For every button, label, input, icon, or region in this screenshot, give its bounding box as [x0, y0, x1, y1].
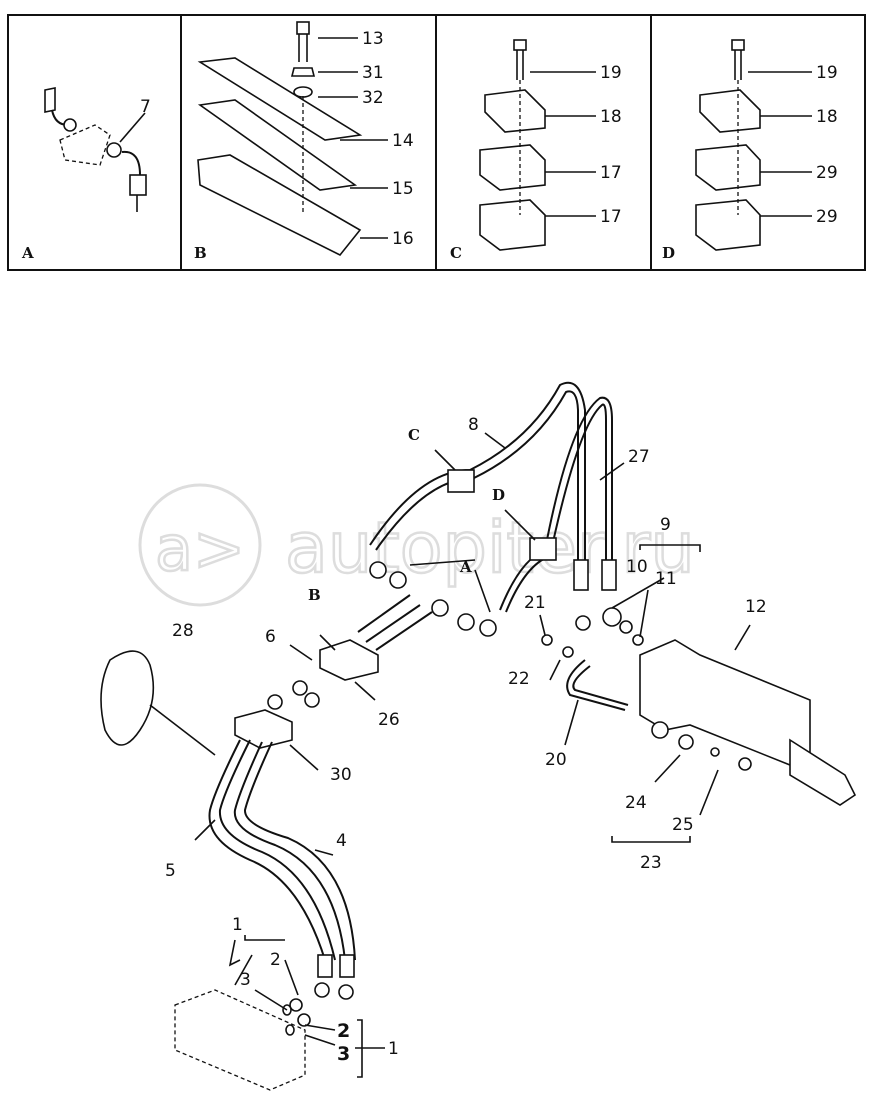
callout-b: B — [308, 586, 321, 604]
callout-13: 13 — [362, 29, 384, 49]
callout-7: 7 — [140, 97, 151, 117]
callout-6: 6 — [265, 627, 276, 647]
callout-18: 18 — [816, 107, 838, 127]
callout-32: 32 — [362, 88, 384, 108]
callout-4: 4 — [336, 831, 347, 851]
callout-21: 21 — [524, 593, 546, 613]
panel-label-a: A — [21, 244, 34, 262]
panel-a: 7 A — [21, 87, 151, 262]
callout-1: 1 — [388, 1039, 399, 1059]
callout-a: A — [459, 558, 472, 576]
callout-27: 27 — [628, 447, 650, 467]
callout-14: 14 — [392, 131, 414, 151]
callout-22: 22 — [508, 669, 530, 689]
callout-15: 15 — [392, 179, 414, 199]
hydraulic-assembly: 8 27 C D A B 9 10 11 12 21 22 28 6 26 30… — [100, 381, 857, 1091]
callout-11: 11 — [655, 569, 677, 589]
callout-29: 29 — [816, 163, 838, 183]
panel-label-d: D — [662, 244, 675, 262]
callout-18: 18 — [600, 107, 622, 127]
svg-text:a>: a> — [155, 512, 245, 585]
callout-29: 29 — [816, 207, 838, 227]
callout-d: D — [492, 486, 505, 504]
panel-label-c: C — [450, 244, 462, 262]
callout-23: 23 — [640, 853, 662, 873]
callout-24: 24 — [625, 793, 647, 813]
svg-text:autopiter.ru: autopiter.ru — [285, 507, 695, 589]
callout-9: 9 — [660, 515, 671, 535]
watermark: a> autopiter.ru — [138, 483, 696, 607]
callout-30: 30 — [330, 765, 352, 785]
callout-10: 10 — [626, 557, 648, 577]
callout-16: 16 — [392, 229, 414, 249]
callout-3: 3 — [240, 970, 251, 990]
detail-panels — [7, 14, 866, 271]
callout-2: 2 — [270, 950, 281, 970]
callout-19: 19 — [816, 63, 838, 83]
callout-3: 3 — [337, 1043, 350, 1065]
callout-12: 12 — [745, 597, 767, 617]
callout-c: C — [408, 426, 420, 444]
callout-28: 28 — [172, 621, 194, 641]
callout-5: 5 — [165, 861, 176, 881]
callout-31: 31 — [362, 63, 384, 83]
callout-26: 26 — [378, 710, 400, 730]
callout-25: 25 — [672, 815, 694, 835]
callout-17: 17 — [600, 163, 622, 183]
callout-1: 1 — [232, 915, 243, 935]
callout-17: 17 — [600, 207, 622, 227]
callout-2: 2 — [337, 1020, 350, 1042]
panel-c: 19 18 17 17 C — [450, 39, 622, 262]
callout-20: 20 — [545, 750, 567, 770]
callout-8: 8 — [468, 415, 479, 435]
panel-label-b: B — [194, 244, 207, 262]
panel-d: 19 18 29 29 D — [662, 39, 838, 262]
callout-19: 19 — [600, 63, 622, 83]
panel-b: 13 31 32 14 15 16 B — [194, 21, 414, 262]
